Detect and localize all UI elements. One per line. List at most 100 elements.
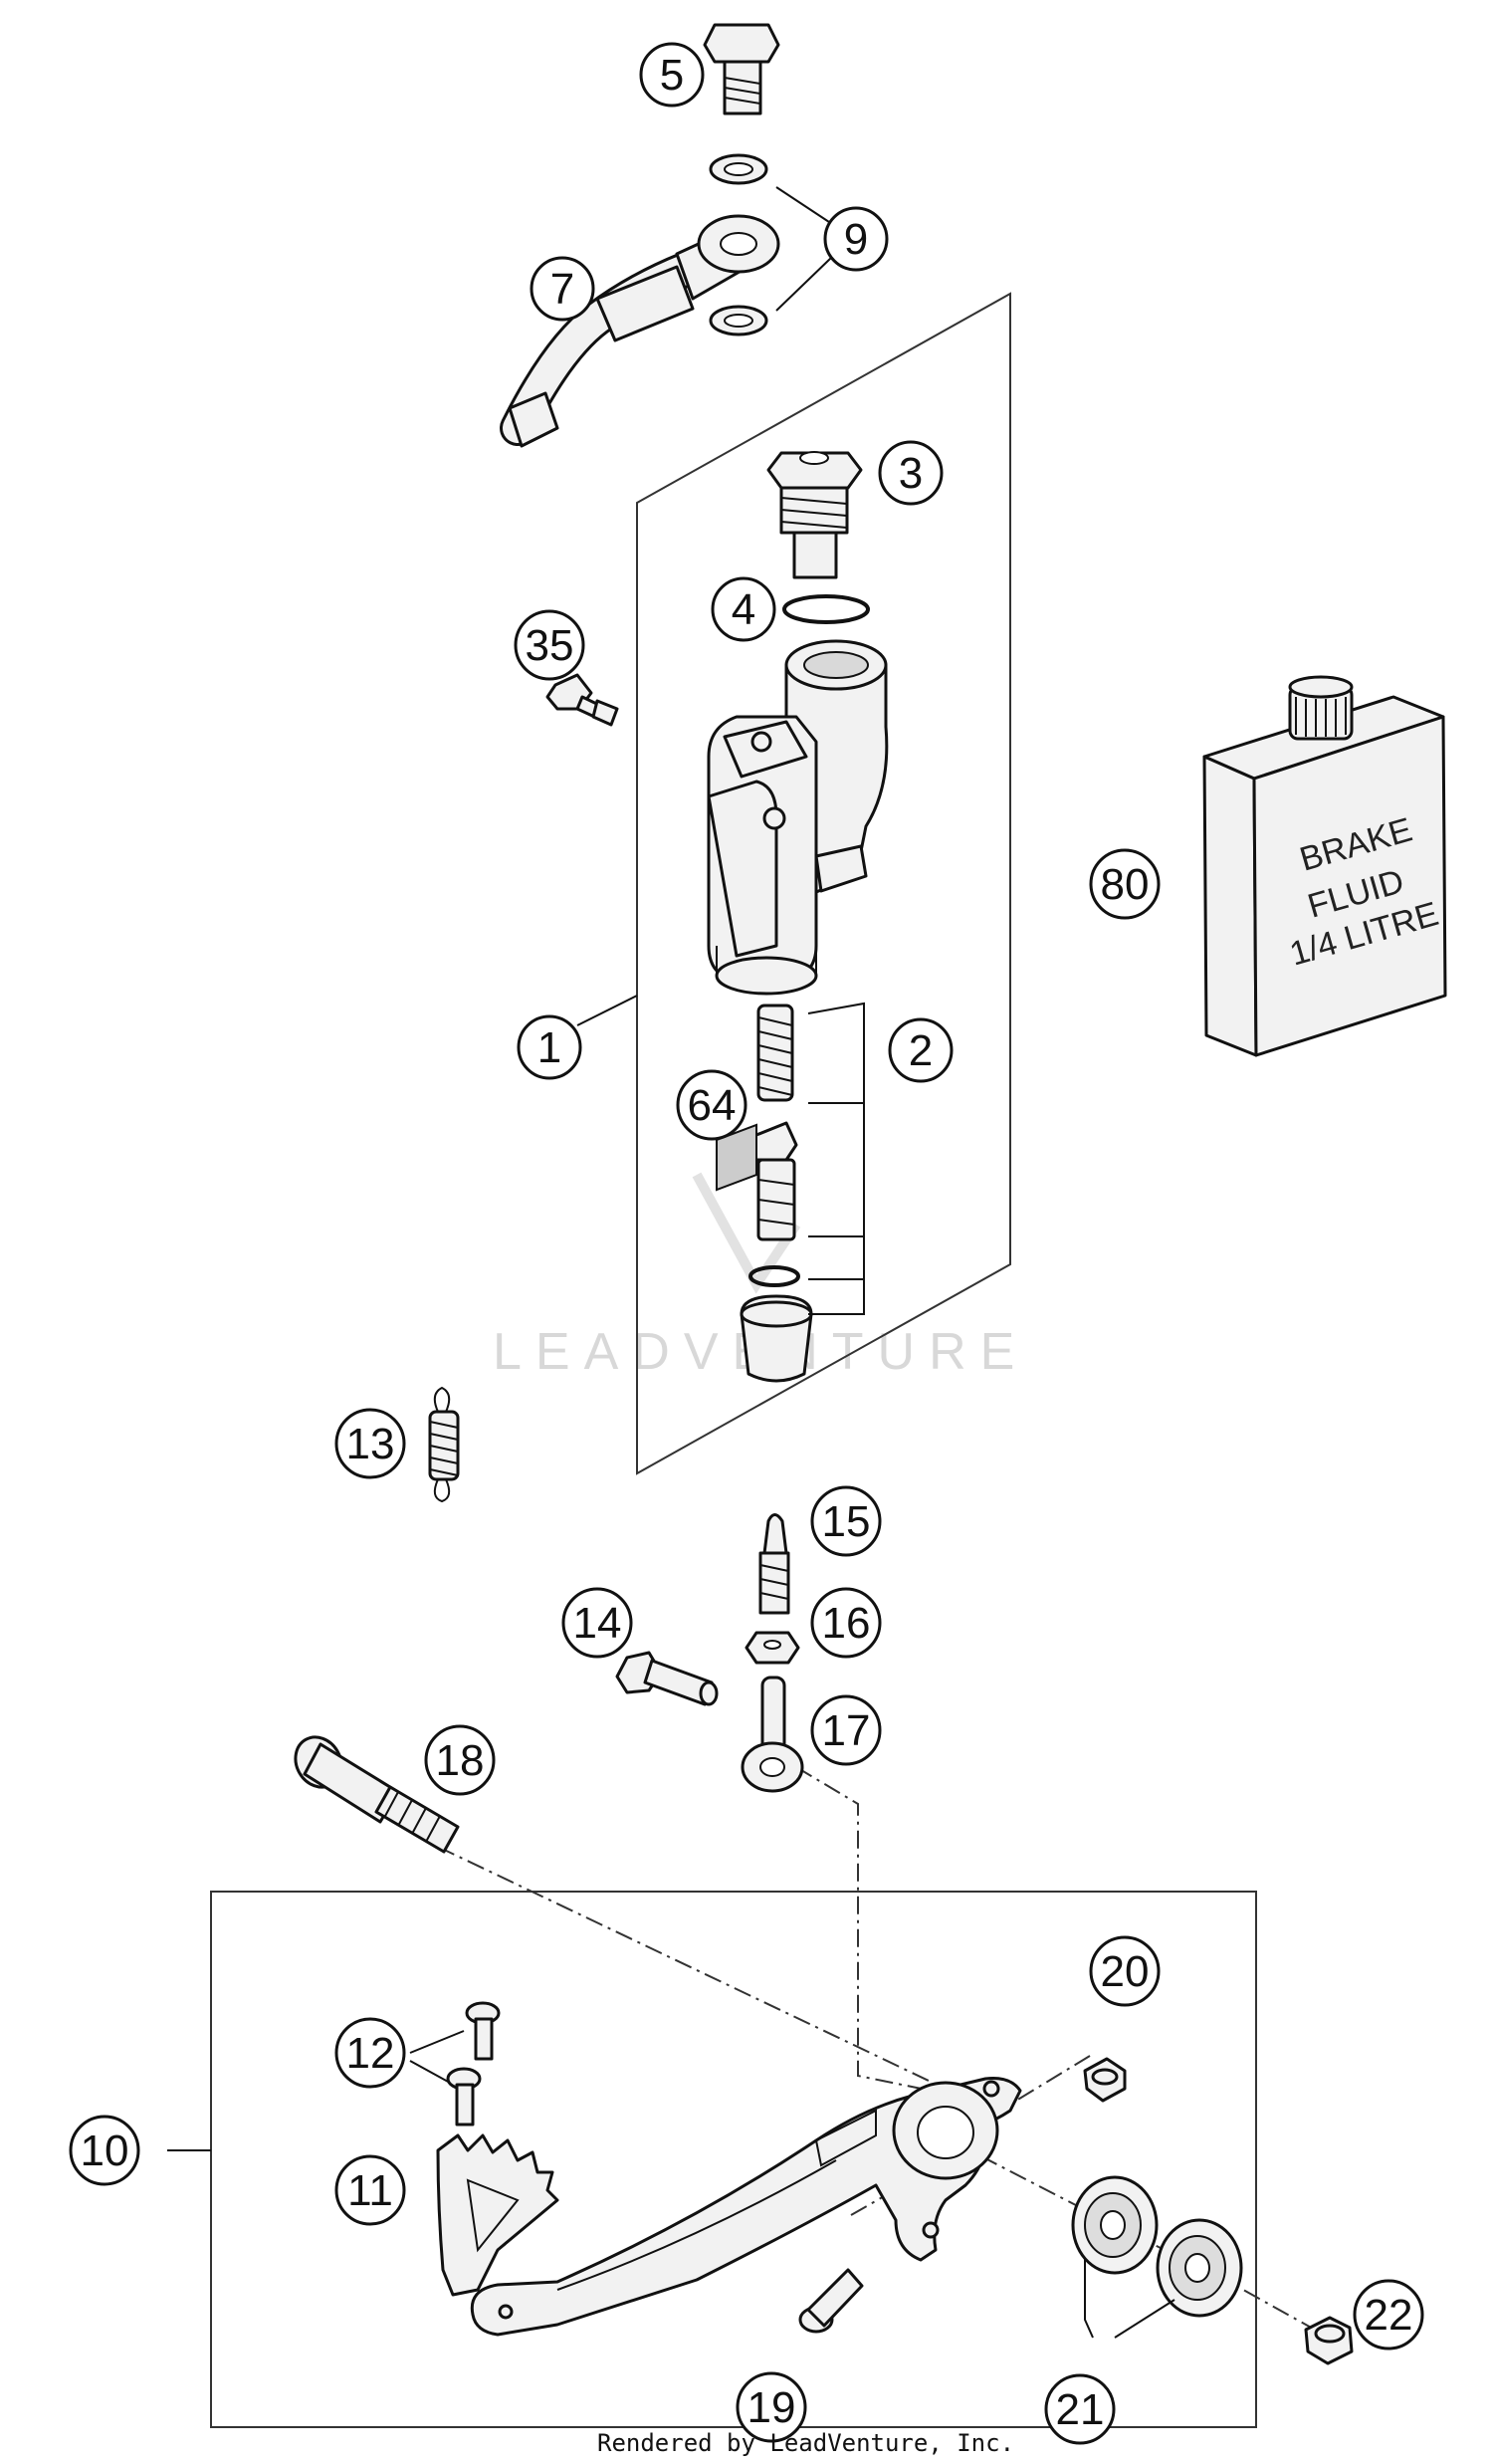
callout-80: 80: [1089, 848, 1161, 920]
leader-9: [775, 186, 833, 312]
callout-circle: [424, 1724, 496, 1796]
callout-64: 64: [676, 1069, 747, 1141]
callout-13: 13: [334, 1408, 406, 1479]
leader-21: [1084, 2258, 1175, 2339]
callout-circle: [736, 2371, 807, 2443]
callout-15: 15: [810, 1485, 882, 1557]
callout-number: 18: [436, 1736, 485, 1785]
callout-circle: [334, 1408, 406, 1479]
callout-circle: [711, 576, 776, 642]
callout-3: 3: [878, 440, 944, 506]
screw-part-35: [545, 673, 619, 727]
callout-16: 16: [810, 1587, 882, 1659]
callout-7: 7: [530, 256, 595, 322]
callout-circle: [334, 2017, 406, 2089]
leader-2: [807, 1002, 865, 1315]
callout-11: 11: [334, 2154, 406, 2226]
callout-number: 64: [688, 1081, 737, 1130]
o-ring-part-4: [782, 594, 870, 624]
callout-number: 16: [822, 1599, 871, 1648]
callout-circle: [810, 1485, 882, 1557]
callout-12: 12: [334, 2017, 406, 2089]
callout-21: 21: [1044, 2373, 1116, 2445]
callout-number: 35: [526, 621, 574, 670]
callout-circle: [530, 256, 595, 322]
callout-number: 13: [346, 1420, 395, 1468]
washer-part-9: [709, 153, 768, 336]
callout-number: 10: [81, 2127, 129, 2175]
bearings-part-21: [1071, 2175, 1243, 2318]
callout-number: 9: [844, 215, 868, 264]
callout-17: 17: [810, 1694, 882, 1766]
pivot-bolt-part-18: [294, 1735, 460, 1854]
callout-circle: [334, 2154, 406, 2226]
pushrod-part-15: [758, 1513, 790, 1615]
callout-circle: [69, 2115, 140, 2186]
nut-part-22: [1304, 2316, 1354, 2365]
seal-part-64: [716, 1123, 757, 1192]
callout-circle: [888, 1017, 954, 1083]
banjo-bolt-part-5: [703, 23, 780, 115]
callout-number: 21: [1056, 2385, 1105, 2434]
nut-part-20: [1083, 2057, 1127, 2103]
callout-circle: [1089, 1935, 1161, 2007]
step-plate-part-11: [436, 2133, 559, 2297]
callout-circle: [1089, 848, 1161, 920]
footer-credit: Rendered by LeadVenture, Inc.: [597, 2429, 1014, 2457]
nut-part-16: [745, 1631, 800, 1665]
callout-9: 9: [823, 206, 889, 272]
callout-2: 2: [888, 1017, 954, 1083]
callout-number: 11: [347, 2166, 393, 2215]
callout-19: 19: [736, 2371, 807, 2443]
assembly-line-clevis: [795, 1766, 971, 2100]
master-cylinder-body-part-1: [707, 639, 889, 996]
brake-hose-part-7: [500, 214, 780, 448]
callout-10: 10: [69, 2115, 140, 2186]
brake-fluid-bottle-part-80: BRAKE FLUID 1/4 LITRE: [1202, 675, 1447, 1057]
return-spring-part-13: [428, 1386, 460, 1503]
callout-number: 17: [822, 1706, 871, 1755]
callout-circle: [1044, 2373, 1116, 2445]
piston-kit-part-2: [740, 1004, 813, 1383]
callout-circle: [517, 1014, 582, 1080]
callout-number: 1: [537, 1023, 561, 1072]
leader-1: [576, 995, 638, 1026]
callout-circle: [1353, 2279, 1424, 2351]
brake-lever-frame: [210, 1891, 1257, 2428]
callout-number: 3: [899, 449, 923, 498]
callout-14: 14: [561, 1587, 633, 1659]
callout-circle: [823, 206, 889, 272]
callout-circle: [810, 1694, 882, 1766]
screws-part-12: [446, 2001, 501, 2127]
callout-22: 22: [1353, 2279, 1424, 2351]
callout-number: 5: [660, 51, 684, 100]
callout-circle: [561, 1587, 633, 1659]
callout-35: 35: [514, 609, 585, 681]
brake-pedal-part-10: [470, 2077, 1022, 2337]
callout-number: 80: [1101, 860, 1150, 909]
bolt-part-14: [615, 1651, 719, 1706]
callout-number: 12: [346, 2029, 395, 2078]
callout-circle: [878, 440, 944, 506]
callout-number: 14: [573, 1599, 622, 1648]
reservoir-fitting-part-3: [766, 451, 863, 579]
callout-number: 22: [1365, 2291, 1413, 2340]
callout-number: 2: [909, 1026, 933, 1075]
callout-number: 4: [732, 585, 755, 634]
callout-18: 18: [424, 1724, 496, 1796]
master-cylinder-frame: [636, 292, 1011, 1475]
callout-4: 4: [711, 576, 776, 642]
callout-circle: [639, 42, 705, 108]
callout-circle: [810, 1587, 882, 1659]
callout-number: 20: [1101, 1947, 1150, 1996]
callout-5: 5: [639, 42, 705, 108]
clevis-part-17: [741, 1676, 804, 1793]
callout-1: 1: [517, 1014, 582, 1080]
callout-circle: [676, 1069, 747, 1141]
callout-number: 19: [747, 2383, 796, 2432]
callout-circle: [514, 609, 585, 681]
callout-20: 20: [1089, 1935, 1161, 2007]
callout-number: 7: [550, 265, 574, 314]
